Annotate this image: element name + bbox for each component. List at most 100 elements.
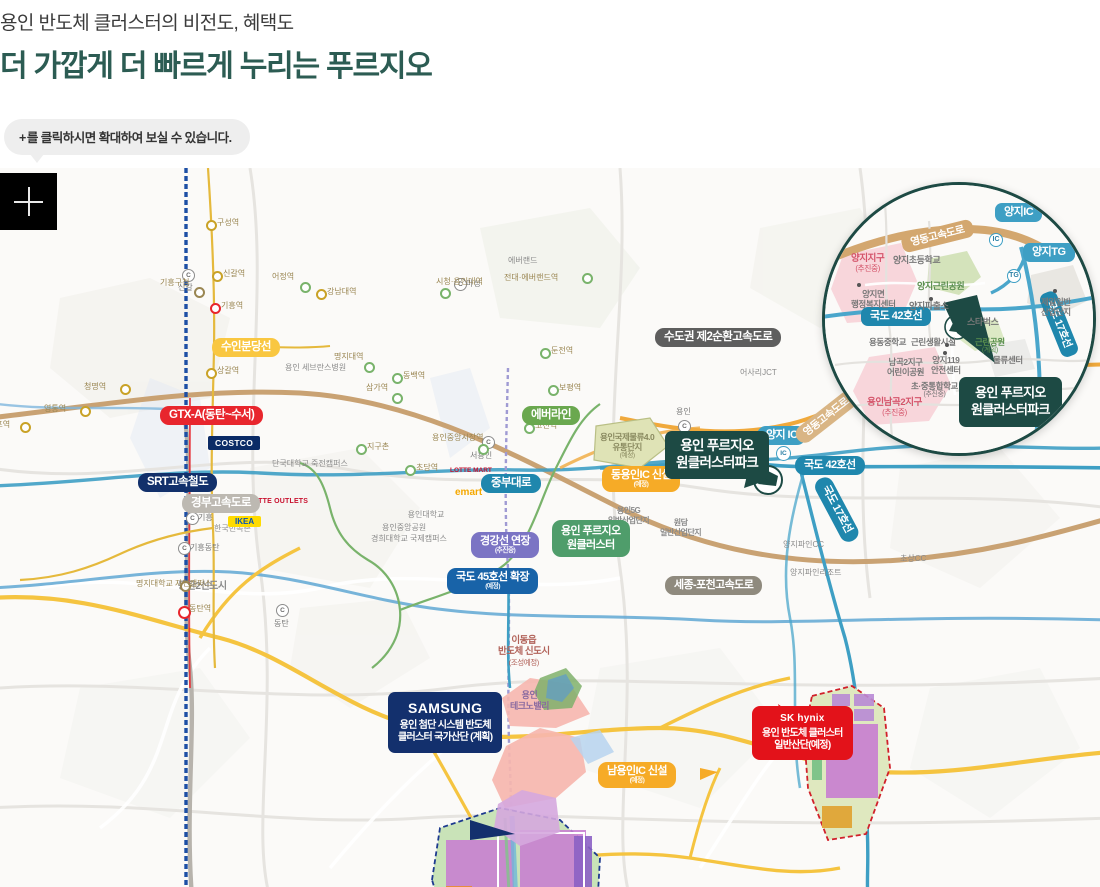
ic-marker-singal: C	[182, 269, 195, 282]
inset-label-starbucks: 스타벅스	[967, 317, 999, 327]
station-yeongtong-label: 영통역	[44, 404, 67, 413]
badge-everline[interactable]: 에버라인	[522, 406, 580, 426]
inset-badge-gukdo-42[interactable]: 국도 42호선	[861, 307, 932, 326]
page-title: 더 가깝게 더 빠르게 누리는 푸르지오	[0, 50, 433, 83]
tv-l1: 용인	[521, 690, 538, 700]
inset-badge-yangji-ic[interactable]: 양지IC	[995, 203, 1043, 222]
inset-ng-l1: 남곡2지구	[888, 357, 923, 367]
ic-label-masung: 마성	[466, 279, 481, 288]
station-dongtan-label: 동탄역	[189, 604, 212, 613]
map-magnifier-inset[interactable]: 양지IC 양지TG 국도 42호선 국도 17호선 영동고속도로 IC TG 양…	[822, 182, 1096, 456]
poi-yangji-cc: 양지파인CC	[783, 540, 824, 549]
poi-lotte-outlets[interactable]: LOTTE OUTLETS	[248, 498, 309, 505]
station-myeongji-label: 명지대역	[334, 352, 364, 361]
badge-sejong-pocheon-expressway[interactable]: 세종-포천고속도로	[665, 576, 763, 595]
inset-is-l1: 초·중통합학교	[911, 381, 958, 391]
poi-yangji-pine-resort: 양지파인리조트	[790, 568, 842, 577]
zoom-hint-text: 를 클릭하시면 확대하여 보실 수 있습니다.	[26, 131, 232, 145]
badge-gukdo-45-sub: (예정)	[485, 582, 500, 590]
poi-yongin-univ: 명지대학교 자연캠퍼스	[136, 579, 212, 588]
station-singal2-label: 상갈역	[217, 366, 240, 375]
badge-jungbu-daero[interactable]: 중부대로	[481, 474, 541, 494]
ic-label-yongin: 용인	[676, 407, 691, 416]
station-eojeong-label: 어정역	[272, 272, 295, 281]
inset-callout-yongin-prugio[interactable]: 용인 푸르지오 원클러스터파크	[959, 377, 1062, 427]
poi-lotte-mart[interactable]: LOTTE MART	[450, 467, 492, 474]
inset-ynm-l1: 용인남곡2지구	[867, 397, 922, 408]
inset-ad-l2: 행정복지센터	[851, 299, 896, 310]
station-chodang-label: 초당역	[416, 463, 439, 472]
ic-label-giheung: 기흥	[198, 513, 213, 522]
inset-badge-yangji-tg[interactable]: 양지TG	[1023, 243, 1075, 262]
badge-nam-yongin-ic[interactable]: 남용인IC 신설 (예정)	[598, 762, 676, 789]
badge-srt[interactable]: SRT고속철도	[138, 473, 218, 493]
inset-label-yangji-admin: 양지면 행정복지센터	[851, 289, 896, 309]
station-jeondae-label: 전대·에버랜드역	[504, 273, 559, 282]
ic-marker-dongtan: C	[276, 604, 289, 617]
badge-suinbundang[interactable]: 수인분당선	[212, 338, 280, 358]
ic-label-dongtan: 동탄	[274, 619, 289, 628]
inset-dot-1	[857, 283, 861, 287]
station-dundeon-label: 둔전역	[551, 346, 574, 355]
inset-dot-4	[945, 343, 949, 347]
poi-costco[interactable]: COSTCO	[208, 436, 261, 450]
inset-gp-l1: 근린공원	[975, 337, 1005, 347]
badge-gtx-a[interactable]: GTX-A(동탄~수서)	[160, 406, 264, 426]
inset-label-yongdong-middle: 용동중학교	[869, 337, 907, 347]
inset-ji-l1: 제일일반	[1041, 297, 1071, 307]
station-samga-label: 삼가역	[366, 383, 389, 392]
poi-ikea[interactable]: IKEA	[228, 516, 262, 527]
badge-yangji-ic[interactable]: 양지 IC	[757, 426, 807, 445]
inset-dot-3	[1053, 289, 1057, 293]
poi-everland: 에버랜드	[508, 256, 538, 265]
callout-yongin-prugio-one-cluster-park[interactable]: 용인 푸르지오 원클러스터파크	[665, 431, 770, 479]
badge-gyeonggang-extension[interactable]: 경강선 연장 (추진중)	[471, 532, 540, 559]
inset-label-namgok-park: 남곡2지구 어린이공원	[887, 357, 925, 377]
poi-emart[interactable]: emart	[455, 487, 483, 498]
inset-dot-5	[943, 351, 947, 355]
inset-marker-ic: IC	[989, 233, 1003, 247]
inset-label-jeil-industrial: 제일일반 산업단지	[1041, 297, 1071, 317]
zoom-hint-plus: +	[19, 131, 26, 145]
station-jiguchon-label: 지구촌	[367, 442, 390, 451]
station-gangnam-label: 강남대역	[327, 287, 357, 296]
callout-line2: 원클러스터파크	[676, 454, 759, 470]
station-mangpo-label: 망포역	[0, 420, 11, 429]
badge-gukdo-45-label: 국도 45호선 확장	[456, 571, 530, 583]
y5g-l1: 용인5G	[616, 506, 641, 515]
ic-marker-yangji: IC	[776, 446, 791, 461]
poi-myongji-univ: 용인대학교	[407, 510, 445, 519]
ic-label-singal: 신갈	[178, 283, 193, 292]
poi-dankook-univ: 단국대학교 죽전캠퍼스	[272, 459, 348, 468]
wd-l2: 일반산업단지	[660, 527, 702, 537]
station-gojin-label: 고진역	[535, 421, 558, 430]
inset-ynm-sub: (추진중)	[882, 408, 907, 418]
logis-l2: 유통단지	[612, 442, 642, 453]
area-label-technovalley: 용인 테크노밸리	[510, 690, 549, 712]
station-guseong-label: 구성역	[217, 218, 240, 227]
badge-gyeongbu-expressway[interactable]: 경부고속도로	[182, 494, 260, 514]
station-yjm-label: 용인중앙시장역	[432, 433, 484, 442]
map-zoom-in-button[interactable]	[0, 173, 57, 230]
station-siche-label: 시청·용인대역	[436, 277, 483, 286]
zoom-hint-tooltip: +를 클릭하시면 확대하여 보실 수 있습니다.	[4, 119, 250, 163]
inset-label-yangji-district: 양지지구 (추진중)	[851, 253, 885, 274]
logis-l1: 용인국제물류4.0	[600, 432, 655, 442]
badge-gukdo-42[interactable]: 국도 42호선	[795, 456, 865, 475]
page-header: 용인 반도체 클러스터의 비전도, 혜택도 더 가깝게 더 빠르게 누리는 푸르…	[0, 0, 1100, 112]
station-singal-label: 신갈역	[223, 269, 246, 278]
page-eyebrow: 용인 반도체 클러스터의 비전도, 혜택도	[0, 13, 294, 34]
poi-chosun-cc: 초상CC	[900, 554, 927, 563]
samsung-brand: SAMSUNG	[408, 700, 483, 716]
badge-gukdo-45-expansion[interactable]: 국도 45호선 확장 (예정)	[447, 568, 539, 595]
callout-samsung-cluster[interactable]: SAMSUNG 용인 첨단 시스템 반도체 클러스터 국가산단 (계획)	[388, 692, 503, 753]
callout-sk-hynix-cluster[interactable]: SK hynix 용인 반도체 클러스터 일반산단(예정)	[752, 706, 853, 760]
poi-yongin-jungang-park: 용인중앙공원	[382, 523, 427, 532]
badge-nam-yongin-ic-label: 남용인IC 신설	[607, 765, 667, 777]
badge-gyeonggang-label: 경강선 연장	[480, 535, 531, 547]
badge-sudogwon-2nd-ring[interactable]: 수도권 제2순환고속도로	[655, 328, 782, 348]
location-map[interactable]: 수인분당선 GTX-A(동탄~수서) SRT고속철도 경부고속도로 에버라인 수…	[0, 168, 1100, 887]
ic-marker-masung: C	[454, 278, 467, 291]
